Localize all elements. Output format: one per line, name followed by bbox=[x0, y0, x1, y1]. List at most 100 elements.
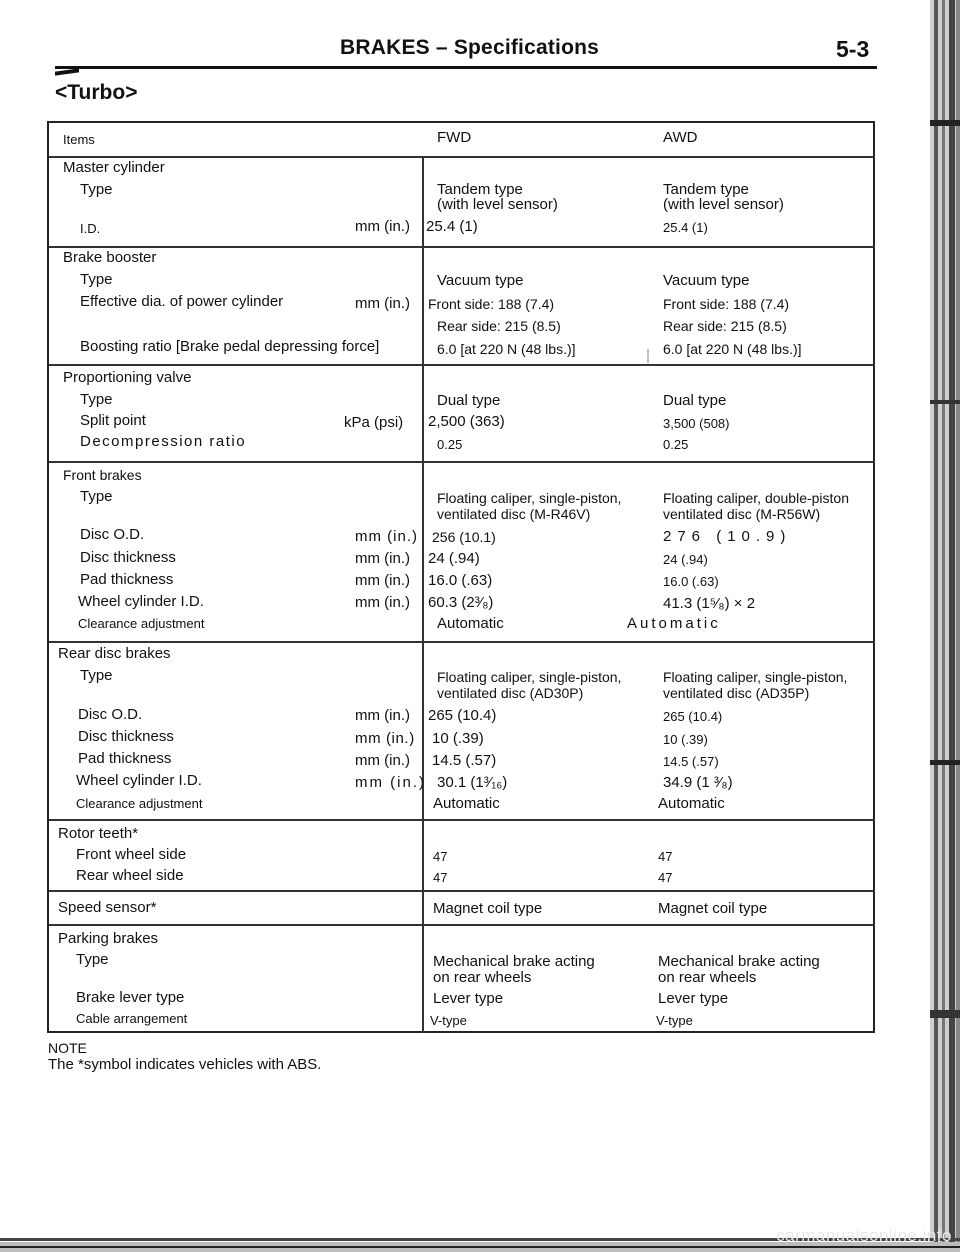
column-divider-awd bbox=[647, 349, 649, 363]
unit-label: mm (in.) bbox=[355, 752, 410, 769]
awd-value: on rear wheels bbox=[658, 969, 757, 986]
awd-value: Rear side: 215 (8.5) bbox=[663, 318, 787, 334]
awd-value: Automatic bbox=[658, 795, 725, 812]
awd-value: (with level sensor) bbox=[663, 196, 784, 213]
unit-label: mm (in.) bbox=[355, 295, 410, 312]
footer-watermark: carmanualsonline.info bbox=[776, 1226, 952, 1245]
row-divider bbox=[49, 819, 875, 821]
fwd-value: 14.5 (.57) bbox=[432, 752, 497, 769]
group-title-rotor-teeth: Rotor teeth* bbox=[58, 825, 139, 842]
awd-value: Automatic bbox=[627, 615, 721, 632]
unit-label: mm (in.) bbox=[355, 572, 410, 589]
group-title-master-cylinder: Master cylinder bbox=[63, 159, 165, 176]
spec-table bbox=[47, 121, 875, 1033]
group-title-rear-disc-brakes: Rear disc brakes bbox=[58, 645, 171, 662]
fwd-value: Floating caliper, single-piston, bbox=[437, 669, 622, 685]
row-label: Boosting ratio [Brake pedal depressing f… bbox=[80, 338, 380, 355]
row-label: Disc thickness bbox=[78, 728, 174, 745]
fwd-value: V-type bbox=[430, 1013, 467, 1028]
fwd-value: 25.4 (1) bbox=[426, 218, 478, 235]
row-label: Wheel cylinder I.D. bbox=[76, 772, 202, 789]
awd-value: 16.0 (.63) bbox=[663, 574, 719, 589]
page-title: BRAKES – Specifications bbox=[340, 36, 599, 59]
fwd-value: 24 (.94) bbox=[428, 550, 480, 567]
fwd-value: Vacuum type bbox=[437, 272, 524, 289]
row-label: Type bbox=[80, 667, 113, 684]
row-label: Pad thickness bbox=[78, 750, 172, 767]
fwd-value: 256 (10.1) bbox=[432, 529, 496, 545]
row-label: Rear wheel side bbox=[76, 867, 184, 884]
fwd-value: ventilated disc (M-R46V) bbox=[437, 506, 591, 522]
awd-value: 34.9 (1 ³⁄₈) bbox=[663, 774, 733, 791]
awd-value: Floating caliper, single-piston, bbox=[663, 669, 848, 685]
awd-value: 6.0 [at 220 N (48 lbs.)] bbox=[663, 341, 802, 357]
awd-value: 47 bbox=[658, 870, 673, 885]
awd-value: 265 (10.4) bbox=[663, 709, 723, 724]
column-header-fwd: FWD bbox=[437, 129, 472, 146]
awd-value: Magnet coil type bbox=[658, 900, 768, 917]
group-title-speed-sensor: Speed sensor* bbox=[58, 899, 157, 916]
fwd-value: Tandem type bbox=[437, 181, 523, 198]
row-divider bbox=[49, 461, 875, 463]
row-label: Wheel cylinder I.D. bbox=[78, 593, 204, 610]
note-text: The *symbol indicates vehicles with ABS. bbox=[48, 1056, 322, 1073]
group-title-proportioning-valve: Proportioning valve bbox=[63, 369, 192, 386]
row-label: Type bbox=[76, 951, 109, 968]
unit-label: mm (in.) bbox=[355, 550, 410, 567]
fwd-value: 6.0 [at 220 N (48 lbs.)] bbox=[437, 341, 576, 357]
row-label: Disc O.D. bbox=[78, 706, 143, 723]
fwd-value: Dual type bbox=[437, 392, 501, 409]
header-divider bbox=[49, 156, 875, 158]
column-header-items: Items bbox=[63, 132, 95, 147]
unit-label: mm (in.) bbox=[355, 730, 415, 747]
awd-value: 25.4 (1) bbox=[663, 220, 708, 235]
scan-bottom-artifact bbox=[0, 1238, 960, 1252]
awd-value: Lever type bbox=[658, 990, 729, 1007]
awd-value: 3,500 (508) bbox=[663, 416, 730, 431]
awd-value: Front side: 188 (7.4) bbox=[663, 296, 790, 312]
page-number: 5-3 bbox=[836, 36, 870, 62]
column-divider bbox=[422, 157, 424, 1033]
row-divider bbox=[49, 641, 875, 643]
row-label: Type bbox=[80, 488, 113, 505]
awd-value: 0.25 bbox=[663, 437, 689, 452]
row-label: Pad thickness bbox=[80, 571, 174, 588]
section-subtitle: <Turbo> bbox=[55, 81, 138, 104]
row-label: Cable arrangement bbox=[76, 1011, 188, 1026]
row-label: Disc thickness bbox=[80, 549, 176, 566]
header-rule bbox=[55, 66, 877, 69]
fwd-value: 0.25 bbox=[437, 437, 463, 452]
row-label: Type bbox=[80, 181, 113, 198]
fwd-value: Front side: 188 (7.4) bbox=[428, 296, 555, 312]
fwd-value: Mechanical brake acting bbox=[433, 953, 595, 970]
awd-value: 47 bbox=[658, 849, 673, 864]
awd-value: 14.5 (.57) bbox=[663, 754, 719, 769]
fwd-value: Automatic bbox=[433, 795, 500, 812]
fwd-value: 47 bbox=[433, 849, 448, 864]
awd-value: Mechanical brake acting bbox=[658, 953, 820, 970]
fwd-value: on rear wheels bbox=[433, 969, 532, 986]
unit-label: mm (in.) bbox=[355, 594, 410, 611]
fwd-value: (with level sensor) bbox=[437, 196, 558, 213]
row-label: Clearance adjustment bbox=[76, 796, 203, 811]
awd-value: 10 (.39) bbox=[663, 732, 708, 747]
fwd-value: 47 bbox=[433, 870, 448, 885]
fwd-value: Floating caliper, single-piston, bbox=[437, 490, 622, 506]
row-label: Effective dia. of power cylinder bbox=[80, 293, 284, 310]
unit-label: mm (in.) bbox=[355, 218, 410, 235]
row-divider bbox=[49, 246, 875, 248]
row-label: Type bbox=[80, 271, 113, 288]
row-divider bbox=[49, 924, 875, 926]
fwd-value: 16.0 (.63) bbox=[428, 572, 493, 589]
note-title: NOTE bbox=[48, 1040, 87, 1056]
unit-label: mm (in.) bbox=[355, 774, 426, 791]
awd-value: Vacuum type bbox=[663, 272, 750, 289]
row-label: Type bbox=[80, 391, 113, 408]
fwd-value: ventilated disc (AD30P) bbox=[437, 685, 584, 701]
group-title-front-brakes: Front brakes bbox=[63, 467, 142, 483]
fwd-value: 265 (10.4) bbox=[428, 707, 497, 724]
row-divider bbox=[49, 890, 875, 892]
column-header-awd: AWD bbox=[663, 129, 698, 146]
fwd-value: Rear side: 215 (8.5) bbox=[437, 318, 561, 334]
group-title-brake-booster: Brake booster bbox=[63, 249, 157, 266]
